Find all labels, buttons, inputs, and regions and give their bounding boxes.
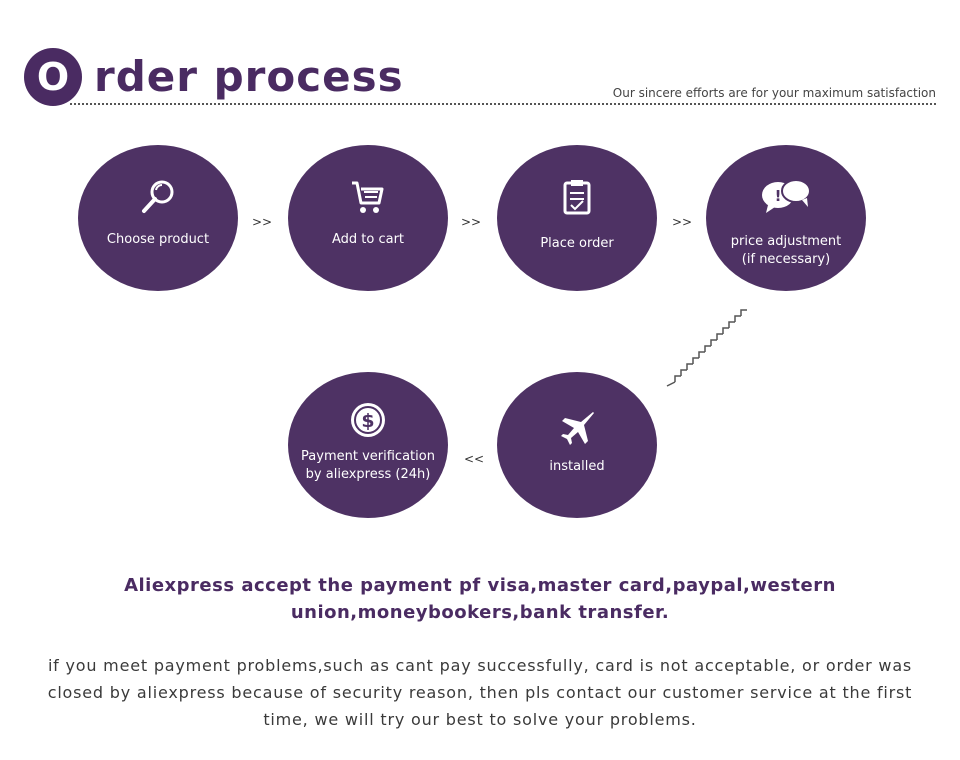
page-subtitle: Our sincere efforts are for your maximum… (612, 86, 936, 100)
step-label: installed (549, 459, 605, 474)
arrow-right: >> (461, 215, 482, 229)
payment-problem-note: if you meet payment problems,such as can… (47, 656, 913, 729)
step-label: Payment verification by aliexpress (24h) (301, 449, 435, 482)
magnifier-icon (78, 177, 238, 213)
dotted-divider (70, 103, 936, 105)
step-payment-verification: $ Payment verification by aliexpress (24… (288, 372, 448, 518)
cart-icon (288, 177, 448, 213)
step-label: Choose product (106, 232, 210, 247)
logo-letter: O (36, 55, 70, 99)
step-label: price adjustment (if necessary) (730, 234, 842, 267)
arrow-right: >> (672, 215, 693, 229)
logo-circle: O (24, 48, 82, 106)
arrow-left: << (464, 452, 485, 466)
dollar-coin-icon: $ (288, 400, 448, 437)
page-title: rder process (94, 52, 404, 101)
step-installed: installed (497, 372, 657, 518)
svg-text:!: ! (775, 187, 782, 205)
payment-methods-text: Aliexpress accept the payment pf visa,ma… (124, 575, 836, 623)
svg-text:$: $ (361, 410, 374, 432)
airplane-icon (497, 406, 657, 445)
chat-bubbles-icon: ! (706, 177, 866, 213)
step-place-order: Place order (497, 145, 657, 291)
diagonal-arrow (666, 309, 747, 387)
arrow-right: >> (252, 215, 273, 229)
step-price-adjustment: ! price adjustment (if necessary) (706, 145, 866, 291)
step-label: Place order (540, 236, 614, 251)
step-label: Add to cart (331, 232, 405, 247)
step-add-to-cart: Add to cart (288, 145, 448, 291)
step-choose-product: Choose product (78, 145, 238, 291)
clipboard-icon (497, 177, 657, 215)
